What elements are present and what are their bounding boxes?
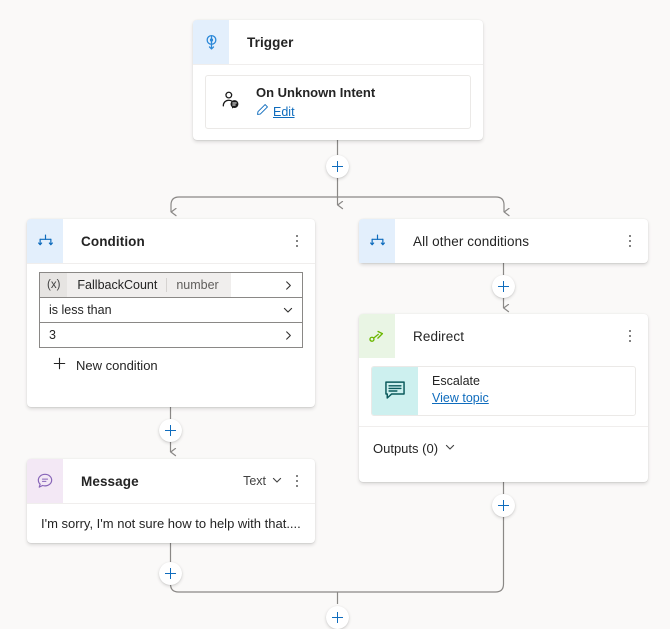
- divider: [27, 263, 315, 264]
- message-format-select[interactable]: Text: [243, 474, 283, 489]
- message-node[interactable]: Message Text I'm sorry, I'm not sure how…: [27, 459, 315, 543]
- view-topic-link[interactable]: View topic: [432, 391, 489, 405]
- add-node-after-message[interactable]: [159, 562, 182, 585]
- all-other-conditions-title: All other conditions: [413, 233, 530, 249]
- condition-node-title: Condition: [81, 233, 145, 249]
- chevron-right-icon[interactable]: [283, 280, 302, 291]
- person-chat-icon: [220, 89, 242, 116]
- message-bubble-icon: [27, 459, 63, 503]
- chevron-down-icon[interactable]: [282, 304, 302, 316]
- topic-message-icon: [372, 367, 418, 415]
- all-other-conditions-node[interactable]: All other conditions: [359, 219, 648, 263]
- trigger-node-title: Trigger: [247, 34, 294, 50]
- condition-rows: (x) FallbackCount number is less than: [27, 264, 315, 379]
- message-node-title: Message: [81, 473, 139, 489]
- new-condition-button[interactable]: New condition: [39, 348, 303, 373]
- message-header-actions: Text: [243, 472, 315, 490]
- condition-operator-row[interactable]: is less than: [39, 297, 303, 323]
- branch-condition-icon: [359, 219, 395, 263]
- trigger-item-text: On Unknown Intent Edit: [256, 84, 375, 121]
- message-node-header: Message Text: [27, 459, 315, 503]
- trigger-item-name: On Unknown Intent: [256, 84, 376, 100]
- condition-header-actions: [289, 232, 315, 250]
- add-node-after-redirect[interactable]: [492, 494, 515, 517]
- new-condition-label: New condition: [76, 357, 158, 373]
- kebab-menu-icon[interactable]: [289, 472, 305, 490]
- condition-value-row[interactable]: 3: [39, 322, 303, 348]
- add-node-after-trigger[interactable]: [326, 155, 349, 178]
- plus-icon: [53, 357, 66, 373]
- all-other-conditions-header: All other conditions: [359, 219, 648, 263]
- variable-name: FallbackCount: [67, 278, 168, 292]
- redirect-topic-name: Escalate: [432, 374, 480, 388]
- redirect-topic-text: Escalate View topic: [418, 367, 489, 415]
- redirect-outputs-toggle[interactable]: Outputs (0): [359, 426, 648, 469]
- kebab-menu-icon[interactable]: [622, 327, 638, 345]
- message-body-text[interactable]: I'm sorry, I'm not sure how to help with…: [41, 516, 301, 531]
- condition-node-header: Condition: [27, 219, 315, 263]
- variable-type: number: [176, 278, 219, 292]
- add-node-after-condition[interactable]: [159, 419, 182, 442]
- add-node-after-all-other-conditions[interactable]: [492, 275, 515, 298]
- kebab-menu-icon[interactable]: [622, 232, 638, 250]
- redirect-header-actions: [622, 327, 648, 345]
- redirect-arrow-icon: [359, 314, 395, 358]
- chevron-right-icon[interactable]: [283, 330, 302, 341]
- divider: [193, 64, 483, 65]
- redirect-node-header: Redirect: [359, 314, 648, 358]
- all-other-conditions-actions: [622, 232, 648, 250]
- trigger-node[interactable]: Trigger On Unknown Intent: [193, 20, 483, 140]
- redirect-topic-card[interactable]: Escalate View topic: [371, 366, 636, 416]
- redirect-outputs-label: Outputs (0): [373, 440, 439, 456]
- trigger-node-body: On Unknown Intent Edit: [193, 65, 483, 141]
- variable-pill: (x) FallbackCount number: [40, 273, 231, 297]
- branch-condition-icon: [27, 219, 63, 263]
- condition-variable-row[interactable]: (x) FallbackCount number: [39, 272, 303, 298]
- message-format-label: Text: [243, 474, 266, 488]
- divider: [27, 503, 315, 504]
- pencil-icon: [256, 103, 269, 121]
- trigger-item-card[interactable]: On Unknown Intent Edit: [205, 75, 471, 129]
- fx-icon: (x): [40, 273, 68, 297]
- condition-operator-value: is less than: [49, 303, 112, 317]
- chevron-down-icon: [271, 474, 283, 489]
- trigger-bolt-icon: [193, 20, 229, 64]
- redirect-node[interactable]: Redirect Escalate View topic: [359, 314, 648, 482]
- redirect-node-body: Escalate View topic: [359, 358, 648, 426]
- trigger-edit-link[interactable]: Edit: [273, 104, 295, 119]
- redirect-node-title: Redirect: [413, 328, 465, 344]
- trigger-edit-row[interactable]: Edit: [256, 103, 375, 121]
- kebab-menu-icon[interactable]: [289, 232, 305, 250]
- trigger-node-header: Trigger: [193, 20, 483, 64]
- condition-node[interactable]: Condition (x) FallbackCount number: [27, 219, 315, 407]
- add-node-after-merge[interactable]: [326, 606, 349, 629]
- condition-value: 3: [49, 328, 56, 342]
- chevron-down-icon: [444, 441, 456, 456]
